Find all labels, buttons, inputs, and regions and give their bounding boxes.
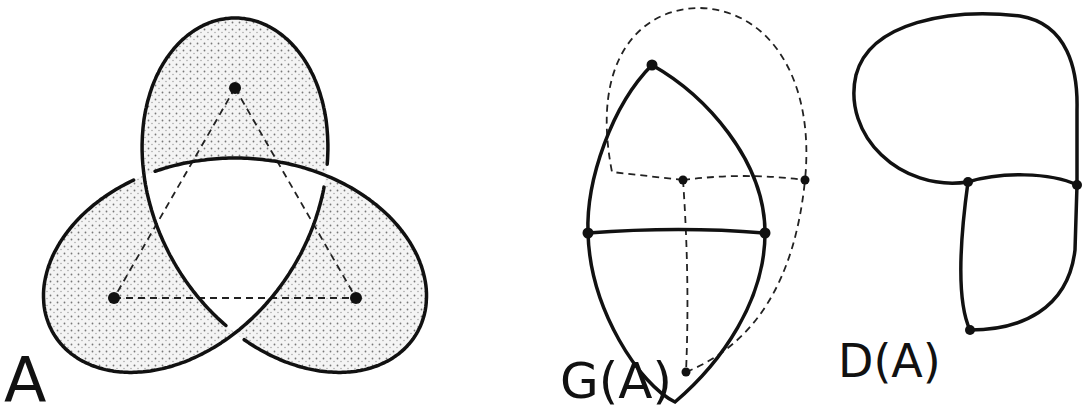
graph-edge — [970, 185, 1077, 330]
graph-vertices — [963, 177, 1082, 335]
dashed-edge — [683, 176, 805, 180]
dashed-edge — [607, 8, 807, 180]
region-vertices — [108, 82, 362, 304]
graph-edge — [588, 65, 652, 233]
dual-graph-dashed — [114, 88, 356, 298]
vertex-dot — [583, 228, 594, 239]
vertex-dot — [108, 292, 120, 304]
vertex-dot — [229, 82, 241, 94]
graph-edge — [588, 230, 765, 234]
shaded-region — [44, 18, 427, 372]
vertex-dot — [965, 325, 975, 335]
vertex-dot — [963, 177, 973, 187]
vertex-dot — [682, 368, 691, 377]
vertex-dot — [647, 60, 658, 71]
graph-edge — [968, 175, 1077, 185]
vertex-dot — [679, 176, 688, 185]
graph-edge — [652, 65, 765, 233]
figure-label: A — [4, 350, 46, 412]
graph-vertices — [583, 60, 810, 377]
knot-surface — [44, 18, 427, 372]
vertex-dot — [760, 228, 771, 239]
figure-label: D(A) — [838, 338, 941, 384]
figure-label: G(A) — [560, 356, 672, 406]
graph-edges — [854, 14, 1077, 330]
graph-g — [583, 8, 810, 402]
vertex-dot — [350, 292, 362, 304]
dashed-edge — [683, 180, 687, 372]
graph-edges — [588, 65, 765, 402]
graph-edge — [961, 182, 970, 330]
graph-edge — [854, 14, 1077, 185]
vertex-dot — [801, 176, 810, 185]
vertex-dot — [1072, 180, 1082, 190]
knot-strand — [44, 18, 427, 372]
dashed-edge — [114, 297, 356, 299]
dual-graph-dashed — [607, 8, 807, 372]
dashed-edge — [686, 180, 805, 372]
graph-d — [854, 14, 1082, 335]
